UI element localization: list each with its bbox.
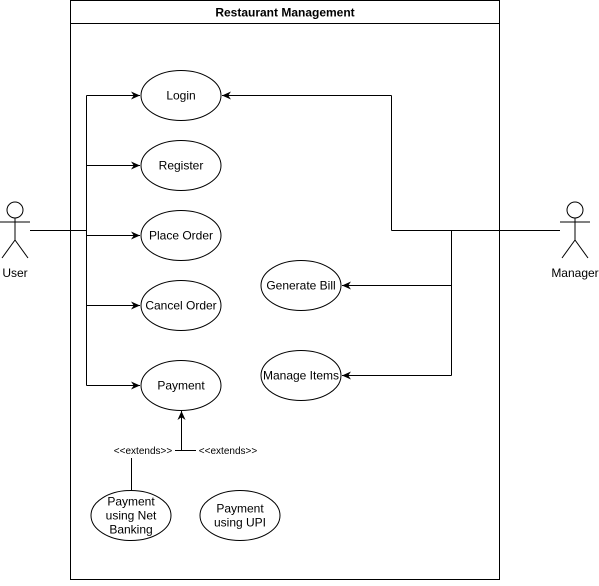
use-case-label-line: Payment <box>157 379 205 393</box>
use-case-manage-items-label: Manage Items <box>263 369 339 383</box>
use-case-payment-label: Payment <box>157 379 205 393</box>
system-title: Restaurant Management <box>215 6 354 20</box>
use-case-label-line: using Net <box>106 509 157 523</box>
actor-manager-label: Manager <box>551 266 598 280</box>
actor-user-label: User <box>2 266 27 280</box>
actor-manager: Manager <box>551 201 599 280</box>
manager-connectors <box>222 91 560 380</box>
system-boundary: Restaurant Management <box>70 0 500 580</box>
use-case-cancel-order[interactable]: Cancel Order <box>140 280 222 331</box>
use-case-label-line: Banking <box>109 523 152 537</box>
use-case-place-order-label: Place Order <box>149 229 213 243</box>
use-case-label-line: Cancel Order <box>145 299 216 313</box>
use-case-generate-bill[interactable]: Generate Bill <box>260 260 342 311</box>
manager-stick-figure <box>560 201 590 259</box>
use-case-label-line: Payment <box>216 502 264 516</box>
extends-connectors: <<extends>> <<extends>> <box>114 411 258 490</box>
use-case-label-line: Place Order <box>149 229 213 243</box>
actor-user: User <box>0 201 30 280</box>
use-case-label-line: Register <box>159 159 204 173</box>
use-case-place-order[interactable]: Place Order <box>140 210 222 261</box>
use-case-label-line: Manage Items <box>263 369 339 383</box>
use-case-label-line: Payment <box>107 495 155 509</box>
use-case-register[interactable]: Register <box>140 140 222 191</box>
user-stick-figure <box>0 201 30 259</box>
extends-label-net-banking: <<extends>> <box>114 446 173 457</box>
use-case-login[interactable]: Login <box>140 70 222 121</box>
use-case-label-line: Login <box>166 89 195 103</box>
use-case-manage-items[interactable]: Manage Items <box>260 350 342 401</box>
use-case-label-line: using UPI <box>214 516 266 530</box>
use-case-payment[interactable]: Payment <box>140 360 222 411</box>
use-case-login-label: Login <box>166 89 195 103</box>
use-case-cancel-order-label: Cancel Order <box>145 299 216 313</box>
use-case-register-label: Register <box>159 159 204 173</box>
user-connectors <box>30 91 140 390</box>
use-case-label-line: Generate Bill <box>266 279 335 293</box>
use-case-generate-bill-label: Generate Bill <box>266 279 335 293</box>
extends-label-upi: <<extends>> <box>199 446 258 457</box>
